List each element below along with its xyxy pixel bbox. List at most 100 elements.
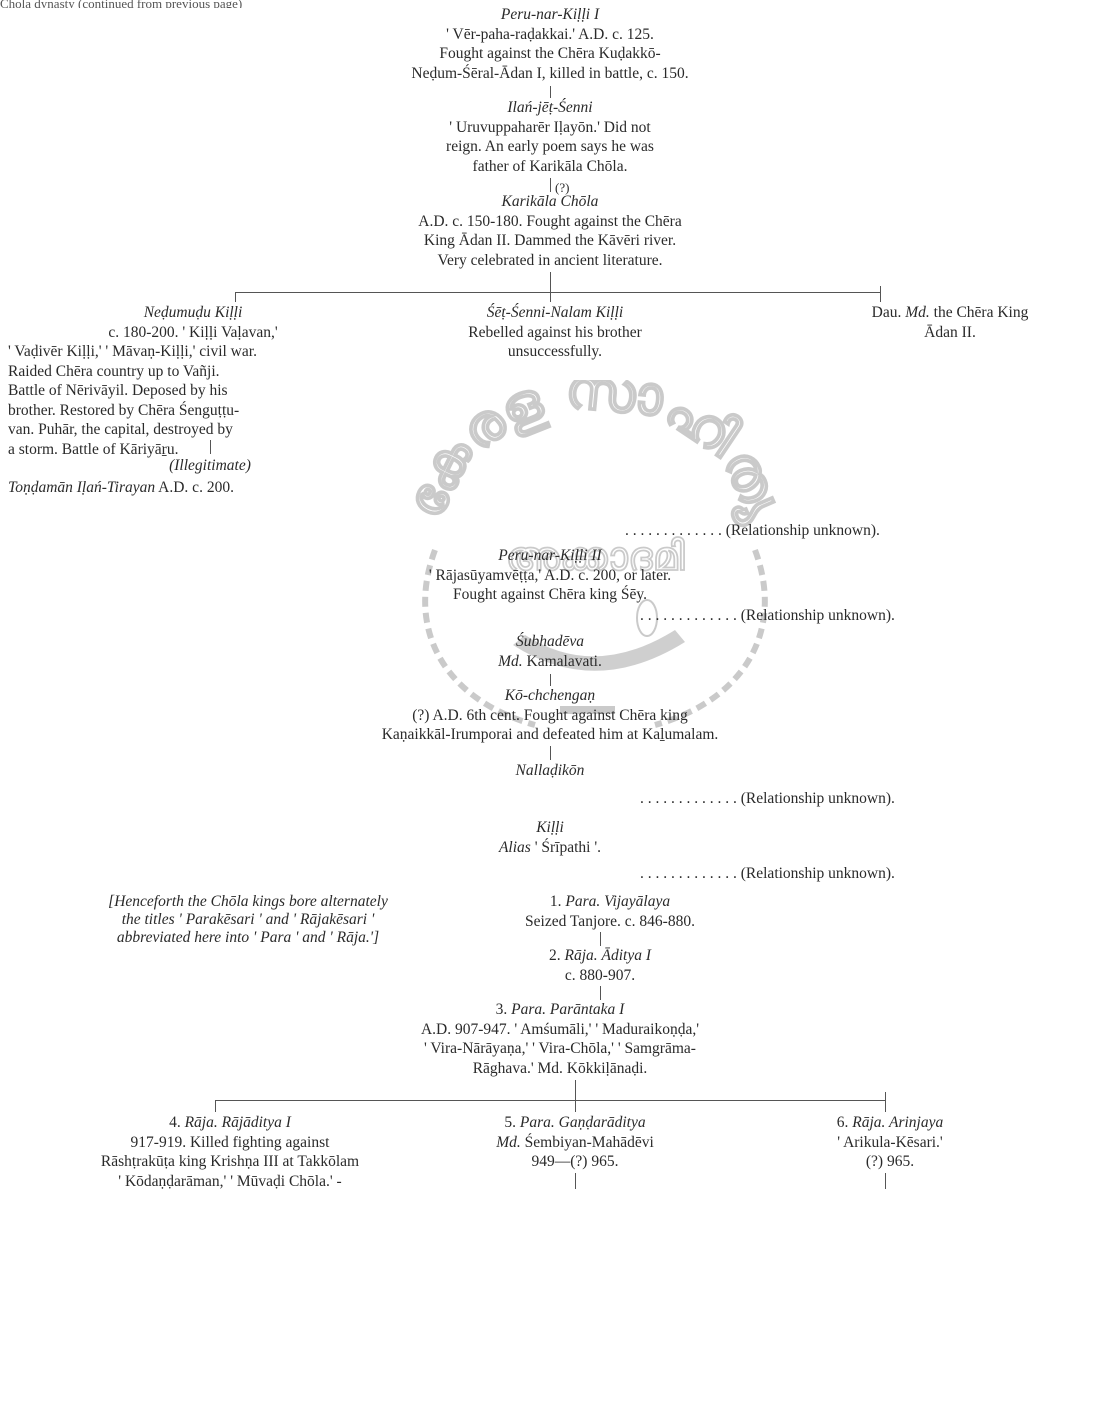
ruler-tondaman-ilan-tirayan: Toṇḍamān Iḷań-Tirayan A.D. c. 200.: [8, 478, 388, 498]
relationship-unknown-4: . . . . . . . . . . . . . (Relationship …: [640, 865, 895, 882]
watermark-sub-text: അക്കാദമി: [505, 534, 685, 580]
descent-line: [550, 674, 551, 686]
cut-off-top-text: Chola dynasty (continued from previous p…: [0, 0, 243, 8]
ruler-nalladikon: Nallaḍikōn: [430, 761, 670, 781]
descent-line: [600, 932, 601, 946]
descent-line: [575, 1080, 576, 1100]
relationship-unknown-1: . . . . . . . . . . . . . (Relationship …: [625, 522, 880, 539]
relationship-unknown-3: . . . . . . . . . . . . . (Relationship …: [640, 790, 895, 807]
ruler-karikala-chola: Karikāla Chōla A.D. c. 150-180. Fought a…: [300, 192, 800, 270]
king-title: Para. Vijayālaya: [565, 893, 671, 910]
detail-line: Very celebrated in ancient literature.: [437, 251, 663, 269]
ruler-name: Karikāla Chōla: [501, 193, 599, 210]
detail-line: ' Kōdaṇḍarāman,' ' Mūvaḍi Chōla.' -: [118, 1172, 342, 1190]
king-title: Para. Gaṇḍarāditya: [519, 1114, 646, 1131]
sibling-branch-line: [215, 1100, 885, 1101]
king-number: 2.: [548, 947, 561, 964]
ruler-name: Neḍumuḍu Kiḷḷi: [143, 304, 243, 321]
daughter-prefix: Dau.: [871, 304, 902, 321]
ruler-name: Kiḷḷi: [536, 819, 564, 836]
editorial-note: [Henceforth the Chōla kings bore alterna…: [8, 893, 488, 947]
branch-drop: [885, 1092, 886, 1112]
married-label: Md.: [496, 1133, 521, 1151]
ruler-subhadeva: Śubhadēva Md. Kamalavati.: [380, 632, 720, 671]
uncertain-mark: (?): [555, 180, 570, 195]
king-title: Rāja. Arinjaya: [852, 1114, 944, 1131]
king-3-parantaka-i: 3. Para. Parāntaka I A.D. 907-947. ' Amś…: [280, 1000, 840, 1078]
detail-line: A.D. c. 150-180. Fought against the Chēr…: [418, 212, 682, 230]
ruler-set-senni-nalam-killi: Śēṭ-Śenni-Nalam Kiḷḷi Rebelled against h…: [425, 303, 685, 362]
descent-line: [550, 746, 551, 760]
king-title: Rāja. Āditya I: [564, 947, 652, 964]
ruler-name: Toṇḍamān Iḷań-Tirayan: [8, 479, 156, 496]
king-4-rajaditya-i: 4. Rāja. Rājāditya I 917-919. Killed fig…: [40, 1113, 420, 1191]
detail-line: ' Uruvuppaharēr Iḷayōn.' Did not: [449, 118, 651, 136]
ruler-ko-chchengan: Kō-chchengaṇ (?) A.D. 6th cent. Fought a…: [230, 686, 870, 745]
king-title: Rāja. Rājāditya I: [184, 1114, 291, 1131]
king-number: 3.: [495, 1001, 508, 1018]
king-1-vijayalaya: 1. Para. Vijayālaya Seized Tanjore. c. 8…: [480, 892, 740, 931]
descent-line: [885, 1173, 886, 1189]
detail-line: ' Vaḍivēr Kiḷḷi,' ' Māvaṇ-Kiḷḷi,' civil …: [8, 343, 257, 360]
ruler-killi: Kiḷḷi Alias ' Śrīpathi '.: [430, 818, 670, 857]
detail-line: (?) A.D. 6th cent. Fought against Chēra …: [412, 706, 688, 724]
descent-line: [600, 986, 601, 1000]
branch-drop: [215, 1100, 216, 1112]
branch-drop: [550, 292, 551, 302]
married-label: Md.: [498, 652, 523, 670]
ruler-date: A.D. c. 200.: [158, 479, 234, 496]
descent-line: [550, 178, 551, 192]
note-line: [Henceforth the Chōla kings bore alterna…: [108, 893, 388, 910]
detail-line: Neḍum-Śēral-Ādan I, killed in battle, c.…: [411, 64, 689, 82]
detail-line: a storm. Battle of Kāriyāṟu.: [8, 440, 179, 458]
wife-name: Kamalavati.: [526, 652, 602, 670]
king-6-arinjaya: 6. Rāja. Arinjaya ' Arikula-Kēsari.' (?)…: [790, 1113, 990, 1172]
ruler-peru-nar-killi-i: Peru-nar-Kiḷḷi I ' Vēr-paha-raḍakkai.' A…: [320, 5, 780, 83]
detail-line: ' Vira-Nārāyaṇa,' ' Vira-Chōla,' ' Samgr…: [424, 1040, 696, 1057]
detail-line: Rebelled against his brother: [468, 323, 642, 341]
note-line: abbreviated here into ' Para ' and ' Rāj…: [116, 929, 380, 946]
descent-line: [575, 1173, 576, 1189]
watermark-arc-text: കേരള സാഹിത്യ: [392, 380, 798, 531]
ruler-name: Peru-nar-Kiḷḷi I: [500, 6, 600, 23]
detail-line: ' Arikula-Kēsari.': [837, 1133, 943, 1151]
ruler-name: Ilań-jēṭ-Śenni: [507, 99, 593, 116]
ruler-nedumudu-killi: Neḍumuḍu Kiḷḷi c. 180-200. ' Kiḷḷi Vaḷav…: [8, 303, 378, 459]
detail-line: c. 180-200. ' Kiḷḷi Vaḷavan,': [108, 323, 278, 341]
married-label: Md.: [905, 304, 930, 321]
branch-drop: [235, 292, 236, 302]
descent-line: [550, 272, 551, 292]
branch-drop: [880, 286, 881, 302]
detail-line: (?) 965.: [865, 1153, 915, 1170]
ruler-name: Śubhadēva: [515, 633, 584, 650]
daughter-node: Dau. Md. the Chēra King Ādan II.: [800, 303, 1100, 342]
alias-value: ' Śrīpathi '.: [534, 838, 602, 856]
detail-line: c. 880-907.: [564, 966, 636, 984]
detail-line: A.D. 907-947. ' Amśumāli,' ' Maduraikoṇḍ…: [420, 1020, 700, 1038]
detail-line: brother. Restored by Chēra Śenguṭṭu-: [8, 401, 240, 419]
descent-line: [210, 440, 211, 454]
ruler-name: Śēṭ-Śenni-Nalam Kiḷḷi: [486, 304, 624, 321]
detail-line: ' Rājasūyamvēṭṭa,' A.D. c. 200, or later…: [428, 566, 672, 584]
detail-line: reign. An early poem says he was: [446, 138, 654, 155]
detail-line: unsuccessfully.: [507, 343, 603, 360]
note-line: the titles ' Parakēsari ' and ' Rājakēsa…: [121, 911, 375, 928]
detail-line: van. Puhār, the capital, destroyed by: [8, 421, 233, 438]
detail-line: ' Vēr-paha-raḍakkai.' A.D. c. 125.: [446, 25, 654, 43]
detail-line: Rāshṭrakūṭa king Krishṇa III at Takkōlam: [100, 1153, 360, 1170]
king-5-gandaraditya: 5. Para. Gaṇḍarāditya Md. Śembiyan-Mahād…: [455, 1113, 695, 1172]
detail-line: King Ādan II. Dammed the Kāvēri river.: [423, 232, 677, 249]
detail-line: Kaṇaikkāl-Irumporai and defeated him at …: [381, 726, 719, 743]
detail-line: the Chēra King: [933, 304, 1029, 321]
detail-line: Śembiyan-Mahādēvi: [524, 1133, 654, 1151]
kerala-sahitya-akademi-watermark: കേരള സാഹിത്യ അക്കാദമി: [392, 380, 798, 728]
illegitimate-label: (Illegitimate): [110, 456, 310, 476]
king-2-aditya-i: 2. Rāja. Āditya I c. 880-907.: [480, 946, 720, 985]
alias-label: Alias: [498, 838, 531, 856]
illegitimate-tag: (Illegitimate): [169, 457, 251, 474]
detail-line: Fought against Chēra king Śēy.: [452, 586, 647, 603]
detail-line: 949—(?) 965.: [531, 1153, 619, 1170]
detail-line: Battle of Nērivāyil. Deposed by his: [8, 382, 228, 399]
king-number: 6.: [836, 1114, 849, 1131]
detail-line: Seized Tanjore. c. 846-880.: [525, 912, 695, 930]
